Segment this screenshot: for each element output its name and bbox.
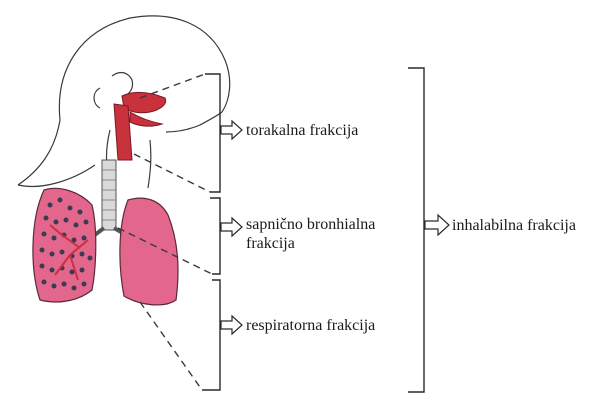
right-lung — [120, 198, 178, 305]
arrow-icon — [425, 215, 449, 235]
label-tracheobronchial-fraction-line2: frakcija — [246, 234, 295, 253]
label-inhalable-fraction: inhalabilna frakcija — [452, 216, 576, 235]
label-respiratory-fraction: respiratorna frakcija — [246, 316, 375, 335]
ear-icon — [94, 88, 100, 108]
arrow-icon — [221, 316, 242, 334]
arrow-icon — [221, 218, 242, 236]
arrow-icon — [221, 121, 242, 139]
trachea — [102, 160, 116, 230]
pharynx — [114, 104, 132, 160]
oral-cavity — [130, 112, 162, 126]
left-brackets — [202, 74, 220, 390]
label-tracheobronchial-fraction-line1: sapnično bronhialna — [246, 215, 375, 234]
label-thoracic-fraction: torakalna frakcija — [246, 121, 358, 140]
arrows-left — [221, 121, 242, 334]
inhalable-bracket — [408, 68, 424, 392]
